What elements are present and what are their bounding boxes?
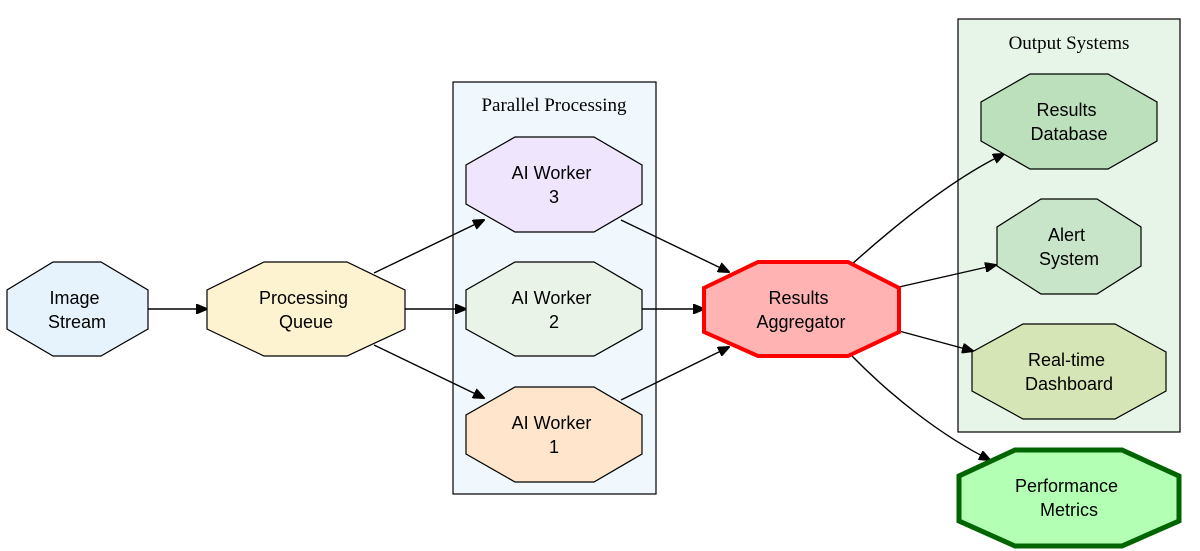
node-ai-worker-2: AI Worker 2 (465, 261, 643, 357)
node-label-ai-worker-3-line1: AI Worker (512, 163, 592, 183)
node-label-ai-worker-1-line1: AI Worker (512, 413, 592, 433)
node-label-ai-worker-3-line2: 3 (549, 187, 559, 207)
node-label-processing-queue-line1: Processing (259, 288, 348, 308)
edge-processing-queue-to-ai-worker-3 (373, 220, 484, 274)
node-label-results-aggregator-line1: Results (768, 288, 828, 308)
node-label-results-database-line1: Results (1036, 100, 1096, 120)
svg-text:Processing Queue: Processing Queue (259, 288, 353, 332)
node-label-alert-system-line1: Alert (1048, 225, 1085, 245)
node-label-image-stream-line1: Image (49, 288, 99, 308)
node-label-ai-worker-1-line2: 1 (549, 437, 559, 457)
node-realtime-dashboard: Real-time Dashboard (971, 323, 1167, 420)
node-results-database: Results Database (980, 73, 1158, 170)
svg-text:Image Stream: Image Stream (48, 288, 106, 332)
edge-ai-worker-1-to-results-aggregator (620, 347, 729, 401)
node-ai-worker-3: AI Worker 3 (465, 136, 643, 233)
edge-ai-worker-3-to-results-aggregator (620, 219, 729, 272)
node-label-results-aggregator-line2: Aggregator (756, 312, 845, 332)
svg-text:AI Worker 2: AI Worker 2 (512, 288, 597, 332)
node-label-ai-worker-2-line2: 2 (549, 312, 559, 332)
node-label-ai-worker-2-line1: AI Worker (512, 288, 592, 308)
node-label-results-database-line2: Database (1030, 124, 1107, 144)
svg-text:Results Aggregator: Results Aggregator (756, 288, 845, 332)
svg-text:Alert System: Alert System (1039, 225, 1099, 269)
node-label-performance-metrics-line2: Metrics (1040, 500, 1098, 520)
cluster-label-parallel-processing: Parallel Processing (481, 95, 627, 116)
edge-processing-queue-to-ai-worker-1 (373, 344, 484, 398)
node-label-processing-queue-line2: Queue (279, 312, 333, 332)
svg-text:Performance Metrics: Performance Metrics (1015, 476, 1123, 520)
svg-text:AI Worker 3: AI Worker 3 (512, 163, 597, 207)
node-processing-queue: Processing Queue (206, 261, 406, 357)
edge-results-aggregator-to-realtime-dashboard (898, 330, 973, 351)
edge-results-aggregator-to-alert-system (898, 265, 996, 288)
svg-text:Real-time Dashboard: Real-time Dashboard (1025, 350, 1113, 394)
node-label-image-stream-line2: Stream (48, 312, 106, 332)
node-label-performance-metrics-line1: Performance (1015, 476, 1118, 496)
edge-results-aggregator-to-performance-metrics (850, 354, 990, 460)
node-ai-worker-1: AI Worker 1 (465, 386, 643, 483)
node-performance-metrics: Performance Metrics (956, 447, 1182, 549)
svg-text:AI Worker 1: AI Worker 1 (512, 413, 597, 457)
node-label-alert-system-line2: System (1039, 249, 1099, 269)
node-results-aggregator: Results Aggregator (702, 260, 901, 358)
node-label-realtime-dashboard-line2: Dashboard (1025, 374, 1113, 394)
edge-results-aggregator-to-results-database (850, 154, 1004, 266)
svg-text:Results Database: Results Database (1030, 100, 1107, 144)
node-image-stream: Image Stream (6, 261, 149, 357)
edges (148, 154, 1004, 460)
node-label-realtime-dashboard-line1: Real-time (1028, 350, 1105, 370)
node-alert-system: Alert System (996, 198, 1142, 295)
cluster-label-output-systems: Output Systems (1009, 33, 1130, 54)
